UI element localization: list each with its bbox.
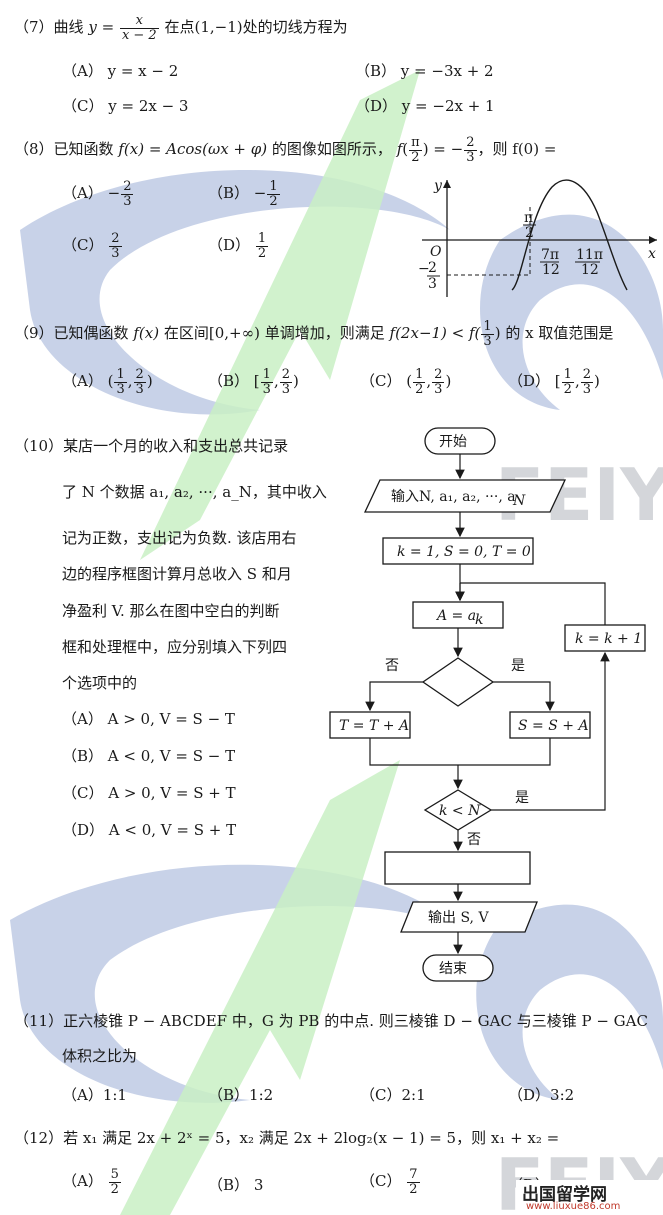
- flow-inc-label: k = k + 1: [575, 631, 642, 647]
- flow-end-label: 结束: [439, 961, 467, 977]
- q10-option-d[interactable]: （D） A < 0, V = S + T: [62, 821, 237, 839]
- site-logo-url: www.liuxue86.com: [526, 1201, 621, 1212]
- q10-option-c[interactable]: （C） A > 0, V = S + T: [62, 784, 236, 802]
- q12-option-b[interactable]: （B） 3: [208, 1176, 264, 1194]
- q7-option-b[interactable]: （B） y = −3x + 2: [355, 62, 494, 80]
- graph-ymin-minus: −: [418, 261, 430, 277]
- graph-x-label: x: [648, 246, 656, 262]
- q10-number: （10）: [14, 437, 64, 455]
- graph-tick-pi2-n: π: [524, 210, 533, 226]
- graph-curve: [511, 179, 628, 291]
- q10-line-3: 记为正数，支出记为负数. 该店用右: [62, 529, 297, 547]
- q8-stem: （8）已知函数 f(x) = Acos(ωx + φ) 的图像如图所示， f(π…: [14, 135, 557, 165]
- q10-option-b[interactable]: （B） A < 0, V = S − T: [62, 747, 236, 765]
- q8-cosine-graph: y x O π 2 7π 12 11π 12 − 2 3: [418, 178, 657, 297]
- q8-stem-a: 已知函数: [53, 140, 114, 159]
- site-logo-corner: 出国留学网 www.liuxue86.com: [516, 1180, 663, 1215]
- graph-tick-7pi-d: 12: [542, 262, 560, 278]
- q11-option-b[interactable]: （B）1:2: [208, 1086, 274, 1104]
- q12-stem: （12）若 x₁ 满足 2x + 2ˣ = 5，x₂ 满足 2x + 2log₂…: [14, 1129, 560, 1147]
- graph-y-label: y: [433, 178, 443, 194]
- q9-stem: （9）已知偶函数 f(x) 在区间[0,+∞) 单调增加，则满足 f(2x−1)…: [14, 319, 614, 349]
- q7-option-a[interactable]: （A） y = x − 2: [62, 62, 179, 80]
- flow-t-label: T = T + A: [339, 718, 409, 734]
- flow-input-label: 输入N, a₁, a₂, ···, a: [391, 489, 516, 505]
- flow-no2-label: 否: [467, 832, 481, 848]
- q11-option-c[interactable]: （C）2:1: [360, 1086, 426, 1104]
- flow-blank-decision: [421, 657, 495, 707]
- q7-point: (1,−1): [194, 18, 243, 37]
- q11-number: （11）: [14, 1012, 64, 1030]
- flow-assign: [412, 601, 504, 629]
- graph-tick-11pi-n: 11π: [576, 247, 603, 263]
- q10-line-4: 边的程序框图计算月总收入 S 和月: [62, 565, 292, 583]
- q8-stem-d: ，则 f(0) =: [477, 140, 557, 159]
- site-logo-title: 出国留学网: [522, 1185, 607, 1205]
- q10-line-2: 了 N 个数据 a₁, a₂, ···, a_N，其中收入: [62, 483, 327, 501]
- flow-assign-sub: k: [475, 612, 483, 628]
- graph-ymin-n: 2: [428, 260, 437, 276]
- q7-number: （7）: [14, 18, 54, 37]
- flow-input-sub: N: [512, 493, 526, 509]
- q10-line-1: （10）某店一个月的收入和支出总共记录: [14, 437, 289, 455]
- q10-flowchart: 开始 输入N, a₁, a₂, ···, a N k = 1, S = 0, T…: [329, 427, 646, 982]
- graph-ymin-d: 3: [428, 276, 437, 292]
- q10-line-5: 净盈利 V. 那么在图中空白的判断: [62, 602, 280, 620]
- q7-stem-b: 在点: [164, 18, 195, 37]
- q7-stem-a: 曲线: [53, 18, 84, 37]
- q7-option-c[interactable]: （C） y = 2x − 3: [62, 97, 189, 115]
- flow-init: [382, 537, 534, 565]
- flow-yes2-label: 是: [515, 790, 529, 806]
- q8-function: f(x) = Acos(ωx + φ): [118, 140, 268, 159]
- flow-input: [363, 479, 567, 513]
- flow-end: [422, 954, 494, 982]
- q11-line-1: （11）正六棱锥 P − ABCDEF 中，G 为 PB 的中点. 则三棱锥 D…: [14, 1012, 648, 1030]
- q12-number: （12）: [14, 1129, 64, 1147]
- flow-blank-process: [384, 851, 531, 885]
- flow-no-label: 否: [385, 658, 399, 674]
- flow-start-label: 开始: [439, 434, 467, 450]
- q10-line-6: 框和处理框中，应分别填入下列四: [62, 638, 288, 656]
- q11-option-d[interactable]: （D）3:2: [508, 1086, 575, 1104]
- flow-init-label: k = 1, S = 0, T = 0: [397, 544, 531, 560]
- graph-tick-11pi-d: 12: [581, 262, 599, 278]
- q11-option-a[interactable]: （A）1:1: [62, 1086, 127, 1104]
- q10-line-7: 个选项中的: [62, 674, 138, 692]
- q7-stem-c: 处的切线方程为: [242, 18, 348, 37]
- flow-output: [400, 901, 538, 933]
- q9-number: （9）: [14, 324, 54, 343]
- flow-cond-label: k < N: [439, 803, 481, 819]
- graph-origin: O: [430, 244, 442, 260]
- q7-option-d[interactable]: （D） y = −2x + 1: [355, 97, 495, 115]
- flow-assign-label: A = a: [435, 608, 476, 624]
- graph-tick-pi2-d: 2: [525, 225, 534, 241]
- flow-output-label: 输出 S, V: [428, 910, 489, 926]
- flow-s-label: S = S + A: [518, 718, 589, 734]
- q8-stem-c: 的图像如图所示，: [271, 140, 392, 159]
- q11-line-2: 体积之比为: [62, 1047, 138, 1065]
- flow-yes-label: 是: [511, 658, 525, 674]
- q8-number: （8）: [14, 140, 54, 159]
- q10-option-a[interactable]: （A） A > 0, V = S − T: [62, 710, 235, 728]
- graph-tick-7pi-n: 7π: [541, 247, 559, 263]
